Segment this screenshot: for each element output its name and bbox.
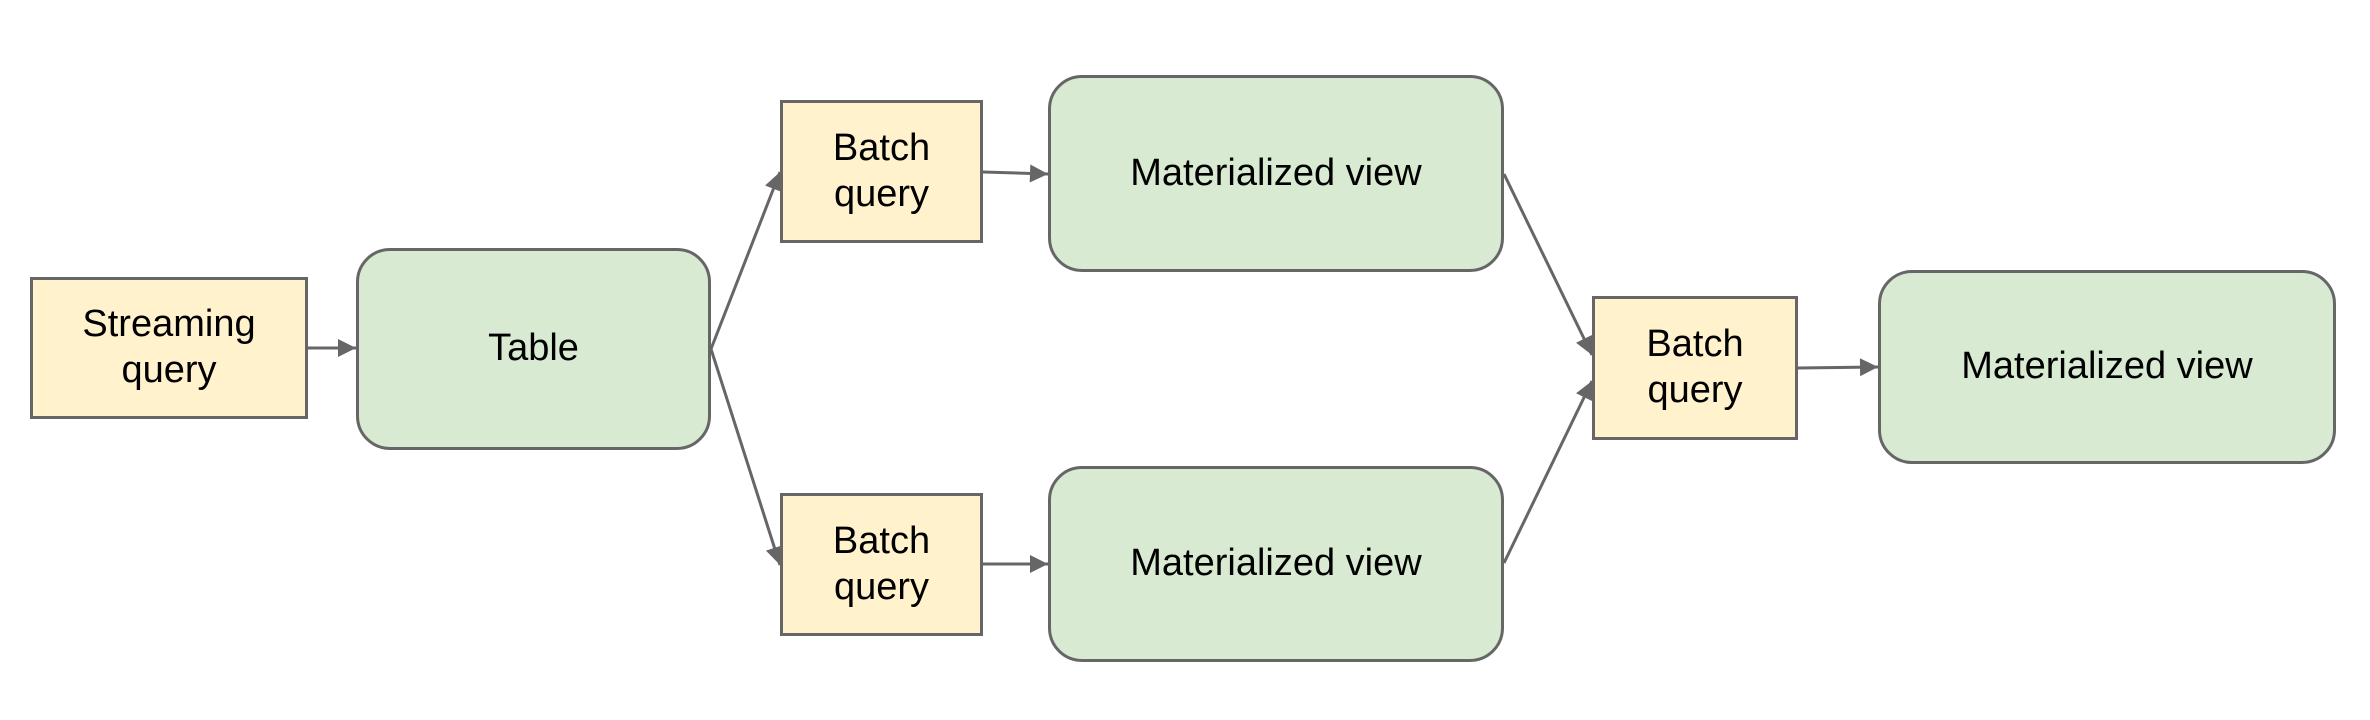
- edge-table-to-batch-query-top: [709, 171, 782, 350]
- edge-materialized-view-bottom-to-batch-query-right: [1502, 380, 1594, 564]
- edge-materialized-view-top-to-batch-query-right: [1502, 173, 1594, 356]
- node-batch-query-right-label: Batch query: [1646, 323, 1744, 411]
- node-batch-query-top: Batch query: [780, 100, 983, 243]
- node-materialized-view-right-label: Materialized view: [1961, 345, 2253, 388]
- node-materialized-view-top-label: Materialized view: [1130, 151, 1422, 194]
- edge-batch-query-right-to-materialized-view-right: [1797, 358, 1879, 377]
- node-batch-query-top-label: Batch query: [832, 126, 931, 215]
- node-table: Table: [356, 248, 711, 450]
- edge-table-to-batch-query-bottom: [709, 348, 784, 566]
- node-batch-query-bottom-label: Batch query: [832, 519, 931, 608]
- node-table-label: Table: [488, 327, 579, 370]
- node-streaming-query-label: Streaming query: [82, 303, 256, 391]
- node-materialized-view-top: Materialized view: [1048, 75, 1504, 272]
- node-batch-query-bottom: Batch query: [780, 493, 983, 636]
- node-streaming-query: Streaming query: [30, 277, 308, 419]
- node-materialized-view-right: Materialized view: [1878, 270, 2336, 464]
- node-materialized-view-bottom-label: Materialized view: [1130, 542, 1422, 585]
- edge-batch-query-top-to-materialized-view-top: [982, 164, 1049, 183]
- node-materialized-view-bottom: Materialized view: [1048, 466, 1504, 662]
- node-batch-query-right: Batch query: [1592, 296, 1798, 440]
